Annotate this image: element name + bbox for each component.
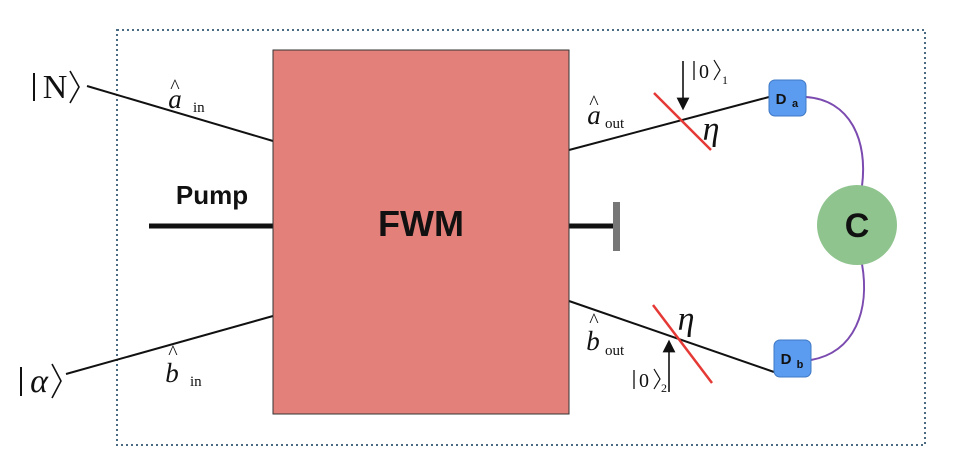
beam-block <box>613 202 620 251</box>
detector-a: D a <box>768 79 807 117</box>
detector-a-letter: D <box>776 91 787 108</box>
correlator-label: C <box>845 207 870 245</box>
output-beam-b <box>568 300 775 373</box>
dotted-frame <box>116 29 926 446</box>
beam-splitter-top <box>653 92 712 151</box>
detector-b-sub: b <box>797 359 804 371</box>
mode-a-out-sub: out <box>605 116 625 132</box>
vacuum-top-state: 0 <box>699 61 709 83</box>
detector-a-sub: a <box>792 98 799 110</box>
mode-a-out-symbol: a <box>587 100 601 130</box>
ket-alpha-label: α <box>30 363 49 400</box>
detector-b-letter: D <box>781 351 792 368</box>
pump-label: Pump <box>176 180 248 210</box>
cable-b <box>810 263 866 361</box>
mode-b-in-sub: in <box>190 374 202 390</box>
beam-splitter-bottom <box>652 304 713 384</box>
cable-a <box>805 96 864 187</box>
input-beam-a <box>86 85 274 142</box>
fwm-box <box>272 49 570 415</box>
mode-a-out: a ^ out <box>587 92 625 132</box>
mode-a-in-symbol: a <box>168 84 182 114</box>
vacuum-ket-bottom: 0 2 <box>633 368 667 395</box>
hat-b-out: ^ <box>589 310 599 332</box>
hat-b-in: ^ <box>168 342 178 364</box>
eta-top: η <box>703 111 720 148</box>
vacuum-ket-top: 0 1 <box>693 59 728 87</box>
input-beam-b <box>65 315 274 375</box>
mode-b-out-sub: out <box>605 343 625 359</box>
vacuum-top-sub: 1 <box>722 73 728 87</box>
correlator <box>817 185 897 265</box>
fwm-label: FWM <box>378 203 464 244</box>
ket-alpha: α <box>20 363 62 400</box>
ket-n-label: N <box>43 69 68 106</box>
ket-n: N <box>33 69 80 106</box>
hat-a-out: ^ <box>589 92 599 114</box>
eta-bottom: η <box>678 301 695 338</box>
vacuum-bottom-state: 0 <box>639 370 649 392</box>
mode-b-out-symbol: b <box>586 326 600 356</box>
hat-a-in: ^ <box>170 76 180 98</box>
mode-b-in: b ^ in <box>165 342 202 390</box>
detector-b: D b <box>773 339 812 378</box>
mode-a-in: a ^ in <box>168 76 205 116</box>
mode-b-out: b ^ out <box>586 310 625 359</box>
mode-a-in-sub: in <box>193 100 205 116</box>
mode-b-in-symbol: b <box>165 358 179 388</box>
vacuum-bottom-sub: 2 <box>661 381 667 395</box>
output-beam-a <box>568 96 770 151</box>
